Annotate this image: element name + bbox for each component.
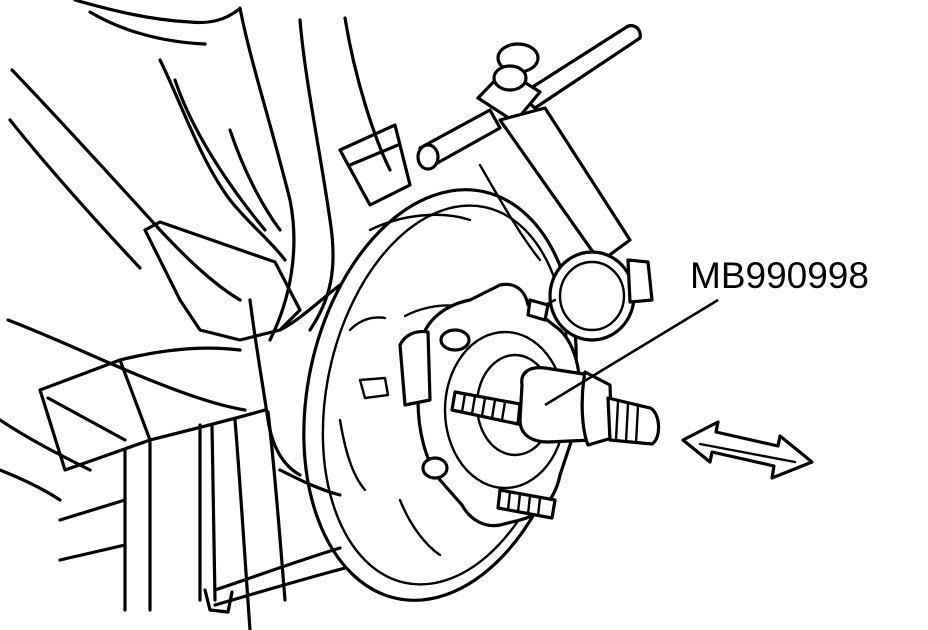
- dial-indicator-mount: [416, 24, 642, 264]
- double-headed-arrow-icon: [681, 420, 814, 480]
- suspension-structure: [0, 0, 412, 630]
- special-tool-mb990998: [518, 366, 661, 447]
- tool-leader-line: [544, 298, 719, 407]
- wheel-studs: [450, 298, 557, 520]
- dial-gauge: [533, 250, 654, 342]
- tool-part-number-label: MB990998: [690, 255, 869, 296]
